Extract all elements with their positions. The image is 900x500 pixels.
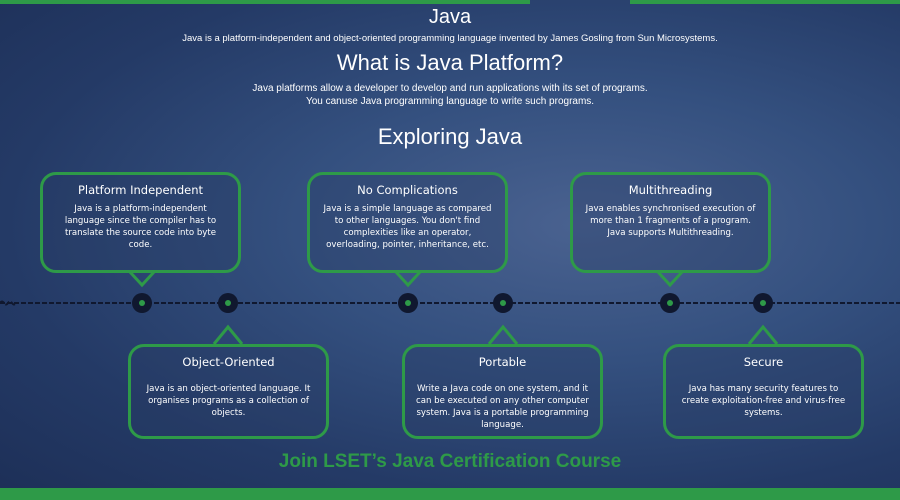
feature-secure: Secure Java has many security features t…: [663, 344, 864, 439]
pointer-platform-independent: [128, 270, 156, 288]
pointer-object-oriented: [212, 324, 244, 345]
certification-cta[interactable]: Join LSET’s Java Certification Course: [278, 451, 622, 472]
feature-text: Write a Java code on one system, and it …: [416, 384, 589, 430]
feature-platform-independent: Platform Independent Java is a platform-…: [40, 172, 241, 273]
feature-title: Portable: [478, 355, 527, 369]
feature-text: Java is a simple language as compared to…: [323, 204, 492, 250]
feature-text: Java is an object-oriented language. It …: [146, 384, 311, 418]
platform-line-1: Java platforms allow a developer to deve…: [252, 83, 648, 94]
feature-title: Multithreading: [628, 183, 713, 197]
feature-object-oriented: Object-Oriented Java is an object-orient…: [128, 344, 329, 439]
pointer-no-complications: [394, 270, 422, 288]
pointer-secure: [747, 324, 779, 345]
platform-text: Java platforms allow a developer to deve…: [0, 82, 900, 108]
feature-text: Java is a platform-independent language …: [64, 204, 217, 250]
top-accent-bar-left: [0, 0, 530, 4]
top-accent-bar-right: [630, 0, 900, 4]
feature-multithreading: Multithreading Java enables synchronised…: [570, 172, 771, 273]
page-title: Java: [428, 6, 472, 28]
platform-line-2: You canuse Java programming language to …: [305, 96, 595, 107]
pointer-multithreading: [656, 270, 684, 288]
feature-title: Secure: [743, 355, 784, 369]
intro-text: Java is a platform-independent and objec…: [182, 33, 718, 44]
feature-title: No Complications: [357, 183, 458, 197]
feature-text: Java has many security features to creat…: [681, 384, 846, 418]
platform-heading: What is Java Platform?: [336, 50, 564, 75]
feature-text: Java enables synchronised execution of m…: [585, 204, 756, 238]
pointer-portable: [487, 324, 519, 345]
feature-title: Object-Oriented: [182, 355, 275, 369]
bottom-accent-bar: [0, 488, 900, 500]
feature-portable: Portable Write a Java code on one system…: [402, 344, 603, 439]
feature-no-complications: No Complications Java is a simple langua…: [307, 172, 508, 273]
feature-title: Platform Independent: [77, 183, 204, 197]
exploring-heading: Exploring Java: [377, 124, 523, 149]
